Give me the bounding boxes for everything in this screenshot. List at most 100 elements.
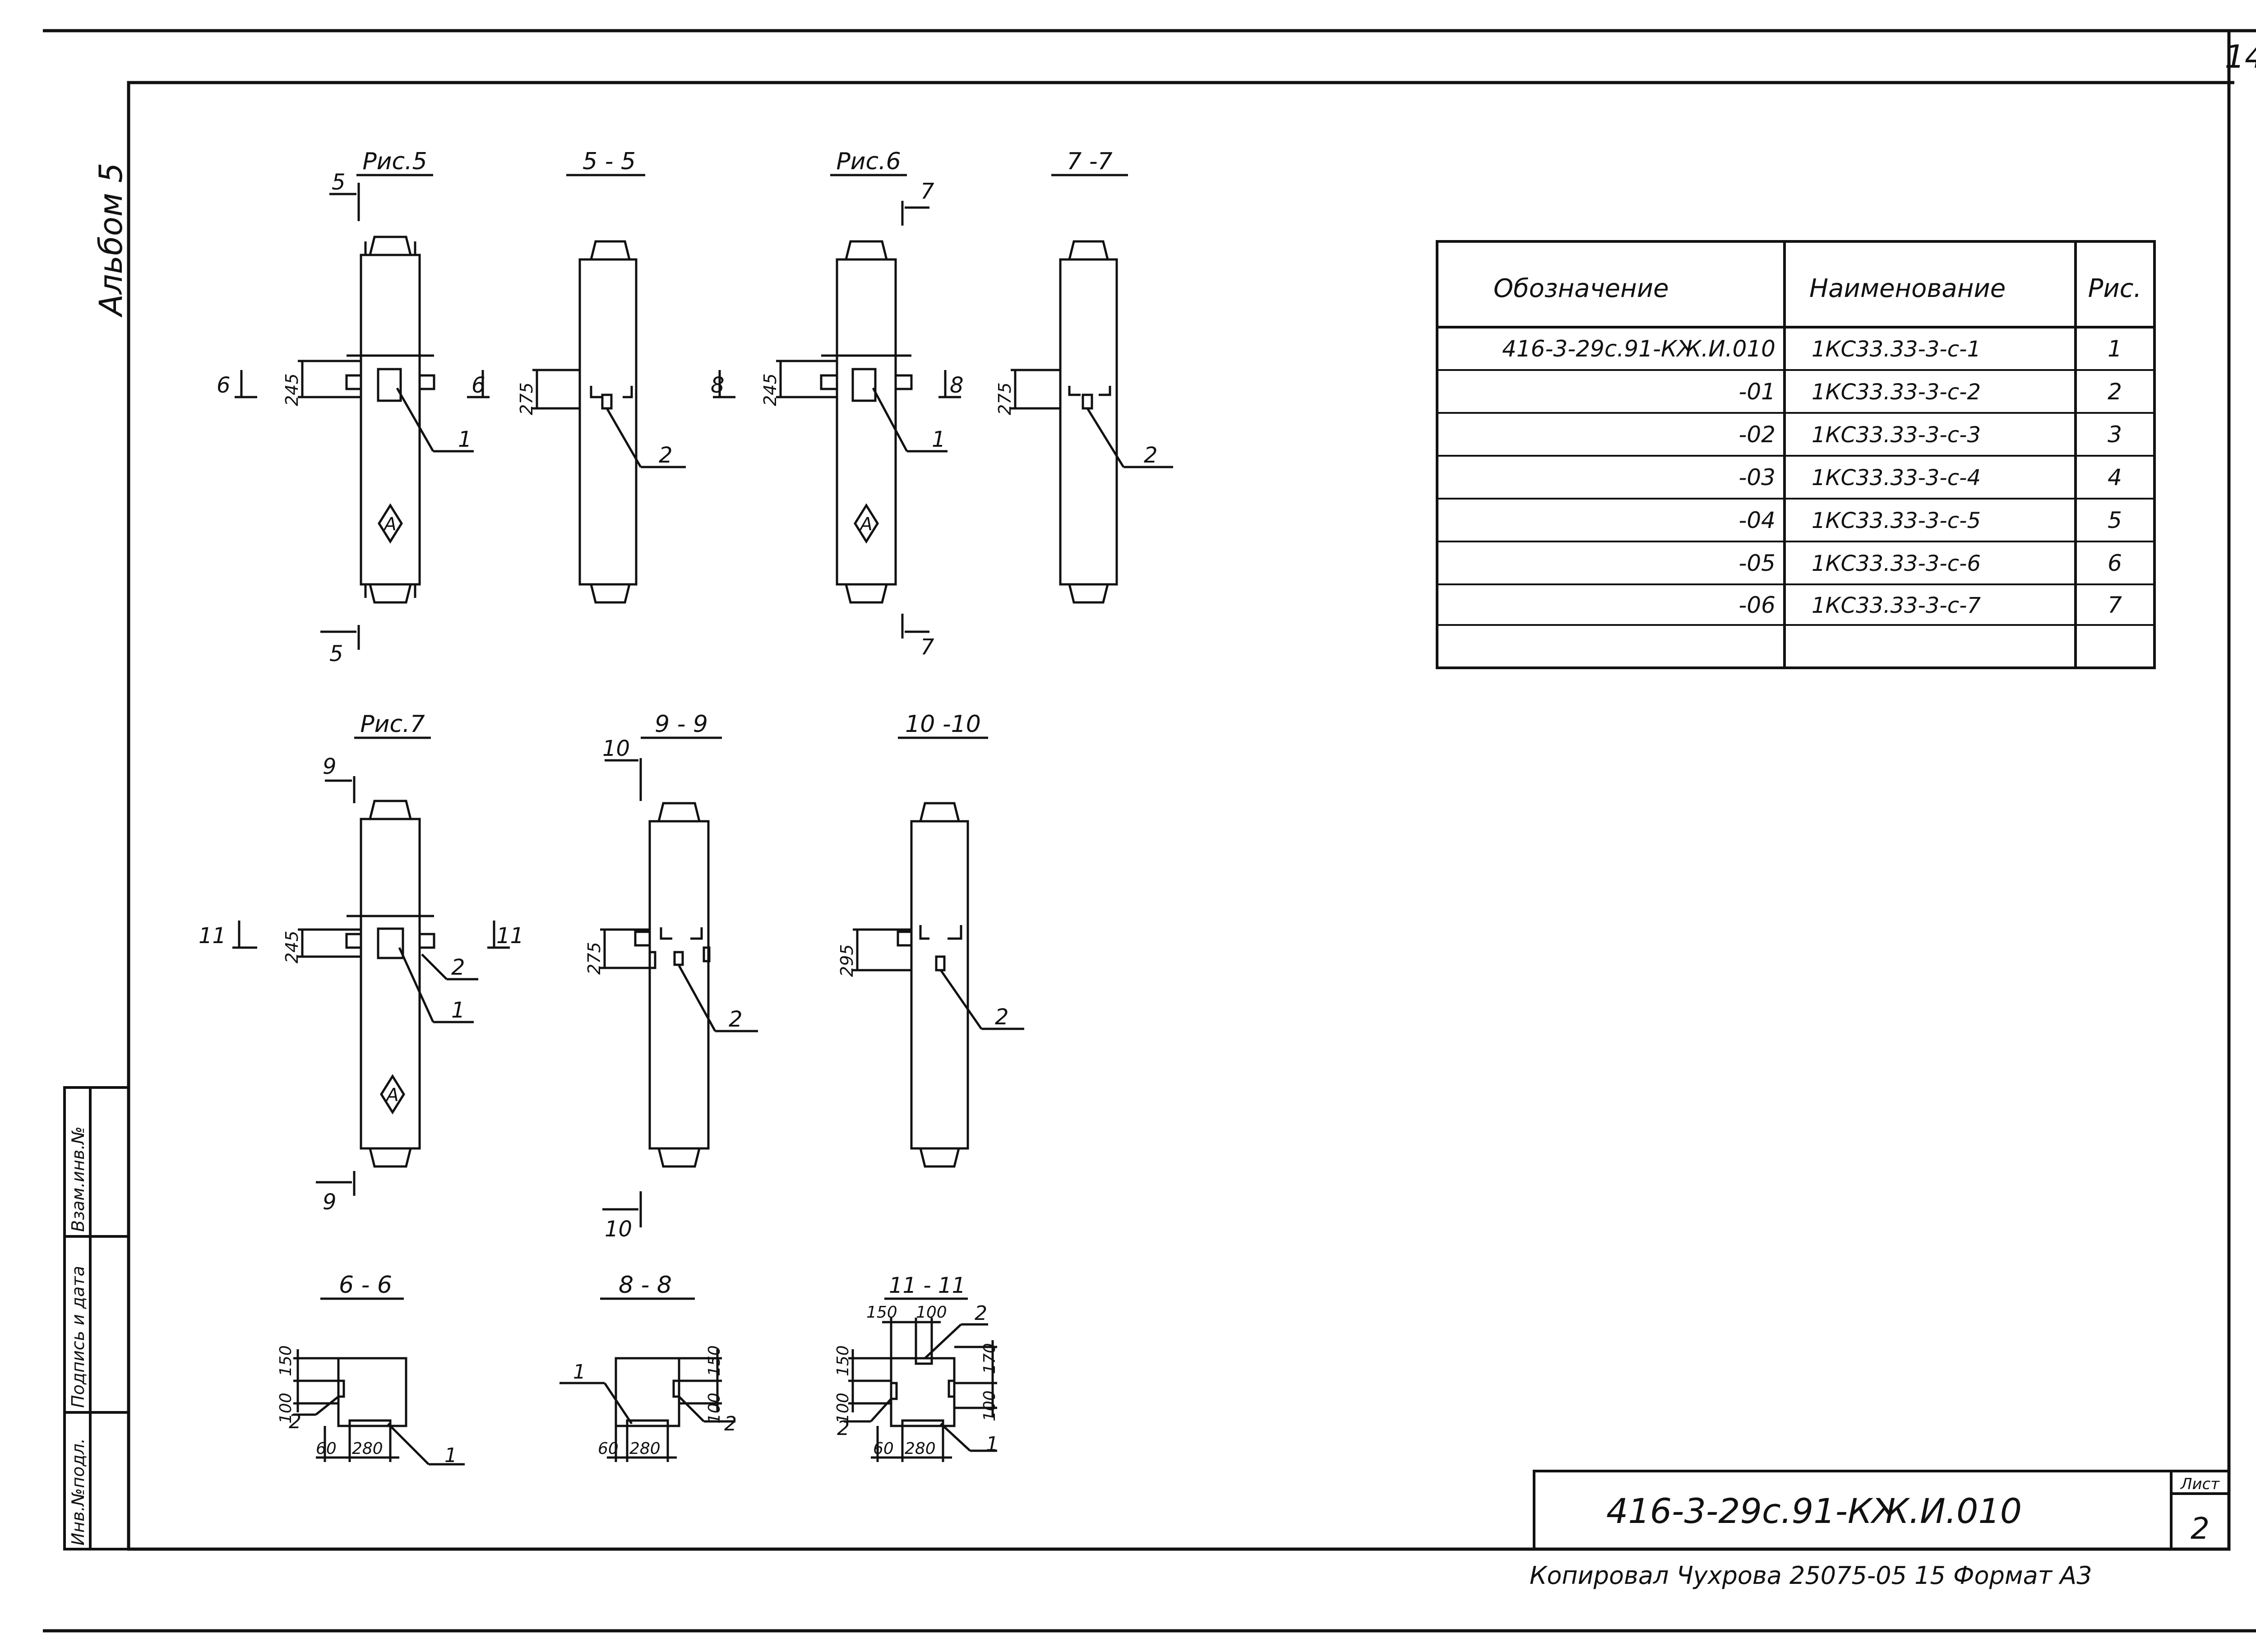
fig5-mark: А <box>383 514 396 535</box>
table-cell-fig: 4 <box>2108 464 2122 491</box>
sec99-section-bottom: 10 <box>605 1217 632 1242</box>
sec99-section-top: 10 <box>602 736 630 761</box>
sec99-dim: 275 <box>584 942 604 975</box>
table-header-name: Наименование <box>1809 274 2006 303</box>
table-cell-designation: -05 <box>1738 550 1775 576</box>
sec88-dim280: 280 <box>629 1439 661 1458</box>
album-title: Альбом 5 <box>92 163 129 318</box>
sec88-callout-1: 1 <box>573 1360 586 1384</box>
fig6-title: Рис.6 <box>836 148 901 175</box>
fig7-mark: А <box>385 1085 398 1106</box>
sec77-column <box>1011 174 1173 604</box>
sec99-title: 9 - 9 <box>655 711 708 738</box>
table-cell-fig: 2 <box>2108 379 2122 405</box>
table-cell-designation: -04 <box>1738 507 1775 533</box>
fig6-cut-left: 8 <box>711 373 725 398</box>
fig5-cut-left: 6 <box>217 373 231 398</box>
fig7-callout-2: 2 <box>451 955 465 980</box>
fig6-cut-right: 8 <box>950 373 964 398</box>
sec1111-title: 11 - 11 <box>889 1273 966 1298</box>
sec77-dim: 275 <box>995 382 1015 415</box>
fig6-column <box>713 174 961 639</box>
sec1111-dim100-top: 100 <box>916 1303 947 1322</box>
table-cell-designation: -01 <box>1738 379 1775 405</box>
sec88-dim60: 60 <box>598 1439 619 1458</box>
sec1010-column <box>853 736 1024 1168</box>
table-row: -05 1КС33.33-3-с-6 6 <box>1738 550 2122 576</box>
fig5-section-top: 5 <box>332 170 346 195</box>
fig6-mark: А <box>859 514 872 535</box>
fig5-column <box>235 174 490 650</box>
sec66-title: 6 - 6 <box>339 1272 392 1299</box>
sec1010-dim: 295 <box>837 944 857 977</box>
sec1111-callout-1: 1 <box>986 1433 999 1456</box>
table-cell-fig: 6 <box>2108 550 2122 576</box>
table-row: -01 1КС33.33-3-с-2 2 <box>1738 379 2122 405</box>
sec66-dim150: 150 <box>277 1345 295 1376</box>
table-cell-name: 1КС33.33-3-с-1 <box>1812 337 1981 362</box>
fig7-column <box>232 736 510 1196</box>
table-row: -04 1КС33.33-3-с-5 5 <box>1738 507 2122 533</box>
sec66-dim60: 60 <box>316 1439 337 1458</box>
table-cell-name: 1КС33.33-3-с-5 <box>1812 508 1981 533</box>
sec99-callout: 2 <box>729 1007 743 1032</box>
stamp-replace-label: Взам.инв.№ <box>68 1126 88 1232</box>
fig7-section-bottom: 9 <box>323 1189 337 1215</box>
table-cell-fig: 3 <box>2108 421 2122 448</box>
title-block-code: 416-3-29с.91-КЖ.И.010 <box>1606 1491 2022 1531</box>
sec1111-dim60: 60 <box>873 1439 894 1458</box>
fig7-section-top: 9 <box>323 754 337 779</box>
left-stamp <box>63 1086 130 1550</box>
sec55-dim: 275 <box>517 382 536 415</box>
fig7-dim: 245 <box>282 930 302 963</box>
sec55-callout: 2 <box>659 443 673 468</box>
fig6-section-bottom: 7 <box>920 634 934 660</box>
table-cell-designation: -06 <box>1738 592 1775 618</box>
table-cell-name: 1КС33.33-3-с-6 <box>1812 551 1981 576</box>
sec66-dim100: 100 <box>277 1393 295 1424</box>
fig6-section-top: 7 <box>920 179 934 204</box>
sec1111-callout-2: 2 <box>837 1417 850 1440</box>
table-cell-name: 1КС33.33-3-с-2 <box>1812 379 1981 405</box>
table-cell-fig: 1 <box>2108 336 2122 362</box>
sec66-dim280: 280 <box>352 1439 383 1458</box>
fig5-section-bottom: 5 <box>329 641 343 666</box>
sec1111-dim100: 100 <box>834 1393 852 1424</box>
table-cell-designation: -03 <box>1738 464 1775 491</box>
table-cell-designation: -02 <box>1738 421 1775 448</box>
table-header-designation: Обозначение <box>1493 274 1669 303</box>
title-block-sheet-label: Лист <box>2180 1475 2220 1493</box>
table-cell-fig: 7 <box>2108 592 2122 618</box>
sec1010-title: 10 -10 <box>905 711 981 738</box>
sec55-title: 5 - 5 <box>582 148 636 175</box>
table-row: -03 1КС33.33-3-с-4 4 <box>1738 464 2122 491</box>
spec-table-grid <box>1436 240 2156 669</box>
table-header-fig: Рис. <box>2088 274 2142 303</box>
fig5-cut-right: 6 <box>472 373 485 398</box>
fig6-callout: 1 <box>932 427 946 452</box>
sec1010-callout: 2 <box>995 1004 1009 1030</box>
sec55-column <box>532 174 686 604</box>
footer-copy-note: Копировал Чухрова 25075-05 15 Формат А3 <box>1530 1561 2092 1590</box>
fig7-callout-1: 1 <box>451 998 465 1023</box>
sec88-callout-2: 2 <box>724 1412 737 1435</box>
table-row: -06 1КС33.33-3-с-7 7 <box>1738 592 2122 618</box>
title-block-sheet-number: 2 <box>2191 1511 2210 1546</box>
sec66-callout-2: 2 <box>289 1410 301 1433</box>
sec66-callout-1: 1 <box>444 1444 457 1467</box>
sec88-dim100: 100 <box>705 1393 724 1424</box>
sec1111-drawing <box>844 1297 997 1462</box>
fig6-dim: 245 <box>760 373 780 406</box>
title-block <box>1533 1470 2230 1550</box>
sec99-column <box>600 736 758 1227</box>
fig5-dim: 245 <box>282 373 302 406</box>
sec1111-dim280: 280 <box>905 1439 936 1458</box>
sec88-dim150: 150 <box>705 1345 724 1376</box>
table-cell-name: 1КС33.33-3-с-3 <box>1812 422 1981 448</box>
fig5-callout: 1 <box>458 427 472 452</box>
sec88-title: 8 - 8 <box>619 1272 672 1299</box>
sec1111-dim150: 150 <box>834 1345 852 1376</box>
sec88-drawing <box>559 1297 735 1462</box>
fig7-cut-left: 11 <box>199 923 226 949</box>
